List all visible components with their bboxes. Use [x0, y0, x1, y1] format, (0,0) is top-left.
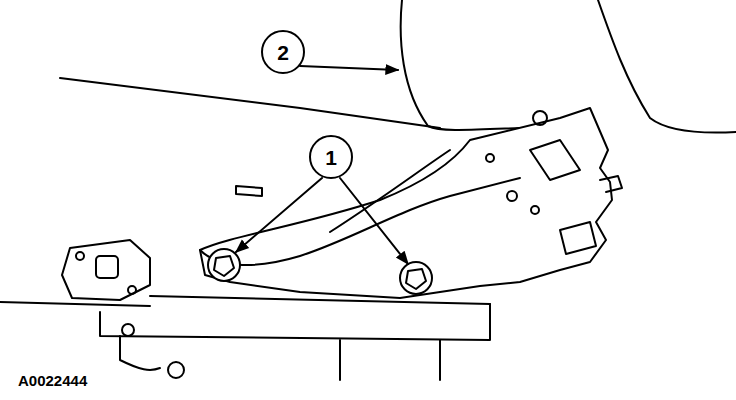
body-edge	[60, 78, 440, 128]
bolt-head	[406, 269, 426, 289]
callout-circle: 2	[261, 30, 305, 74]
tab	[236, 186, 262, 196]
figure-code: A0022444	[18, 372, 87, 389]
bracket	[200, 108, 612, 298]
sensor-housing	[62, 240, 150, 300]
sensor-hole	[76, 252, 84, 260]
bolt	[208, 249, 240, 281]
callout-circle: 1	[309, 135, 353, 179]
callout-number: 2	[277, 42, 289, 63]
bolt	[400, 262, 432, 294]
leader-line	[340, 178, 408, 264]
rail	[150, 296, 490, 304]
housing-outline	[401, 0, 520, 130]
bracket-notch	[600, 176, 622, 192]
rail	[120, 336, 160, 370]
rail	[100, 304, 490, 340]
bracket-hole	[533, 111, 547, 125]
small-bolt	[122, 324, 134, 336]
bracket-hole	[486, 154, 494, 162]
bracket-hole	[507, 191, 517, 201]
bolt-head	[214, 256, 234, 276]
small-bolt	[168, 362, 184, 378]
leader-line	[236, 178, 322, 252]
bracket-pocket	[530, 140, 580, 180]
callout-number: 1	[325, 147, 337, 168]
leader-line	[300, 66, 398, 70]
bracket-hole	[531, 206, 539, 214]
bracket-rib	[200, 178, 520, 265]
rail	[340, 340, 440, 380]
sensor-hole	[128, 286, 136, 294]
rail	[0, 302, 150, 306]
bracket-pocket	[560, 222, 596, 254]
housing-outline	[598, 0, 736, 133]
sensor-shaft	[96, 256, 118, 278]
